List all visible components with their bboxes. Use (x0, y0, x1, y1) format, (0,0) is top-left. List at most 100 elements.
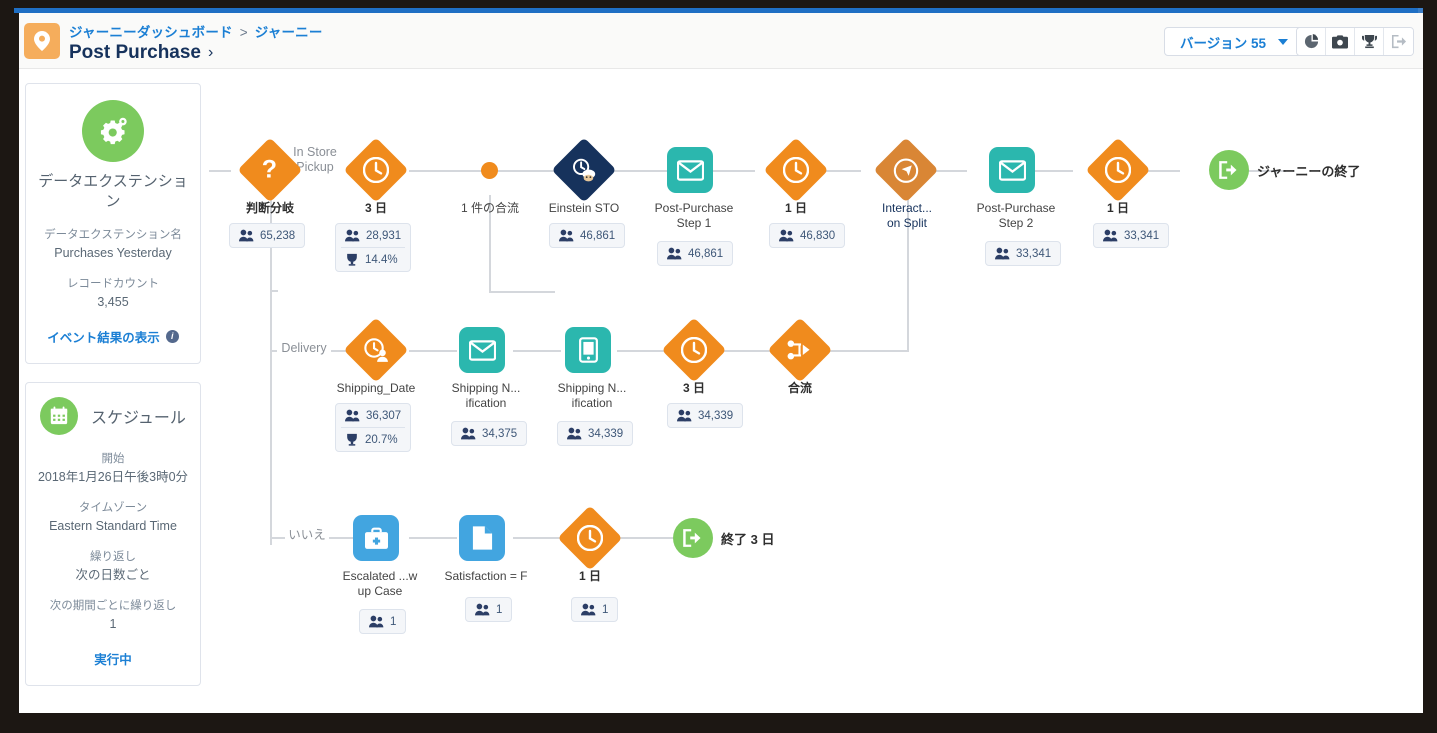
node-shipping-notification-email[interactable] (459, 327, 505, 373)
stat-divider (341, 247, 406, 248)
exit-icon[interactable] (1384, 28, 1413, 55)
schedule-field-start: 開始 2018年1月26日午後3時0分 (36, 451, 190, 487)
node-einstein-sto[interactable] (551, 137, 617, 203)
node-satisfaction[interactable] (459, 515, 505, 561)
node-interaction-split[interactable] (873, 137, 939, 203)
gear-icon (82, 100, 144, 162)
node-stats-shipping-notification-email: 34,375 (451, 421, 528, 446)
stat-value: 46,861 (688, 247, 724, 260)
connector (723, 350, 773, 352)
entry-field-record-count-value: 3,455 (97, 294, 129, 309)
stat-row: 36,307 (345, 409, 401, 422)
stat-divider (341, 427, 406, 428)
stat-value: 14.4% (365, 253, 398, 266)
info-icon[interactable]: i (165, 329, 179, 343)
schedule-card-title: スケジュール (91, 409, 186, 427)
briefcase-icon (353, 515, 399, 561)
people-icon (667, 247, 682, 260)
app-header: ジャーニーダッシュボード > ジャーニー Post Purchase › バージ… (19, 13, 1423, 69)
branch-label-bottom: いいえ (285, 528, 329, 543)
breadcrumb-dashboard[interactable]: ジャーニーダッシュボード (69, 25, 233, 40)
node-wait-3days-2[interactable] (661, 317, 727, 383)
node-label-interaction-split: Interact... on Split (881, 201, 933, 230)
node-label-join: 合流 (787, 381, 812, 395)
connector (919, 170, 967, 172)
entry-field-de-name-value: Purchases Yesterday (54, 245, 172, 260)
header-text-block: ジャーニーダッシュボード > ジャーニー Post Purchase › (69, 21, 323, 64)
stat-value: 46,861 (580, 229, 616, 242)
view-event-results-link[interactable]: イベント結果の表示 i (47, 327, 179, 346)
connector-merge-riser (489, 195, 491, 293)
stat-value: 33,341 (1124, 229, 1160, 242)
node-wait-1day-1[interactable] (763, 137, 829, 203)
node-journey-end[interactable] (1209, 150, 1249, 190)
stat-value: 34,375 (482, 427, 518, 440)
node-label-post-purchase-step-2: Post-Purchase Step 2 (976, 201, 1056, 230)
exit-journey-icon (673, 518, 713, 558)
node-end-3days[interactable] (673, 518, 713, 558)
people-icon (475, 603, 490, 616)
stat-row: 46,861 (559, 229, 615, 242)
camera-icon[interactable] (1326, 28, 1355, 55)
node-post-purchase-step-2[interactable] (989, 147, 1035, 193)
breadcrumb-journey[interactable]: ジャーニー (254, 25, 323, 40)
node-join[interactable] (767, 317, 833, 383)
chart-pie-icon[interactable] (1297, 28, 1326, 55)
node-wait-1day-2[interactable] (1085, 137, 1151, 203)
node-wait-3days-1[interactable] (343, 137, 409, 203)
stat-row: 1 (475, 603, 502, 616)
stat-row: 34,339 (677, 409, 733, 422)
breadcrumb[interactable]: ジャーニーダッシュボード > ジャーニー (69, 21, 323, 41)
schedule-field-repeat-label: 繰り返し (90, 550, 136, 563)
location-pin-icon (24, 23, 60, 59)
people-icon (677, 409, 692, 422)
node-label-wait-1day-3: 1 日 (578, 569, 601, 583)
entry-field-record-count: レコードカウント 3,455 (36, 276, 190, 312)
node-stats-satisfaction: 1 (465, 597, 513, 622)
schedule-field-interval: 次の期間ごとに繰り返し 1 (36, 598, 190, 634)
node-label-merge-1: 1 件の合流 (460, 201, 519, 215)
node-stats-wait-1day-1: 46,830 (769, 223, 846, 248)
left-rail: データエクステンション データエクステンション名 Purchases Yeste… (25, 83, 201, 704)
stat-row: 46,830 (779, 229, 835, 242)
version-dropdown[interactable]: バージョン 55 (1164, 27, 1304, 56)
schedule-field-repeat: 繰り返し 次の日数ごと (36, 549, 190, 585)
node-post-purchase-step-1[interactable] (667, 147, 713, 193)
chevron-right-icon[interactable]: › (208, 44, 214, 61)
page-title: Post Purchase › (69, 42, 323, 64)
email-icon (667, 147, 713, 193)
entry-source-card[interactable]: データエクステンション データエクステンション名 Purchases Yeste… (25, 83, 201, 364)
node-label-journey-end: ジャーニーの終了 (1257, 164, 1361, 179)
node-escalated-case[interactable] (353, 515, 399, 561)
interaction-split-icon (873, 137, 939, 203)
trophy-icon (347, 433, 357, 446)
schedule-field-timezone-value: Eastern Standard Time (49, 518, 177, 533)
einstein-clock-icon (551, 137, 617, 203)
trophy-icon[interactable] (1355, 28, 1384, 55)
schedule-field-interval-label: 次の期間ごとに繰り返し (49, 599, 177, 612)
clock-icon (763, 137, 829, 203)
exit-journey-icon (1209, 150, 1249, 190)
node-shipping-date[interactable] (343, 317, 409, 383)
schedule-status-link[interactable]: 実行中 (94, 652, 132, 667)
connector (409, 537, 457, 539)
mobile-icon (565, 327, 611, 373)
date-contact-icon (343, 317, 409, 383)
connector-split-spine (270, 193, 272, 545)
schedule-card[interactable]: スケジュール 開始 2018年1月26日午後3時0分 タイムゾーン Easter… (25, 381, 201, 686)
node-wait-1day-3[interactable] (557, 505, 623, 571)
node-decision-split[interactable]: ? (237, 137, 303, 203)
stat-row: 34,339 (567, 427, 623, 440)
schedule-field-start-label: 開始 (101, 452, 125, 465)
entry-field-record-count-label: レコードカウント (67, 277, 159, 290)
connector (1025, 170, 1073, 172)
entry-field-de-name: データエクステンション名 Purchases Yesterday (36, 227, 190, 263)
node-shipping-notification-sms[interactable] (565, 327, 611, 373)
node-stats-shipping-notification-sms: 34,339 (557, 421, 634, 446)
connector (270, 290, 278, 292)
journey-canvas[interactable]: In Store Pickup Delivery いいえ ? 判断分岐 65,2… (209, 75, 1423, 713)
connector-join-riser (907, 195, 909, 352)
schedule-field-timezone: タイムゾーン Eastern Standard Time (36, 500, 190, 536)
node-merge-1[interactable] (481, 162, 498, 179)
node-label-wait-3days-1: 3 日 (364, 201, 387, 215)
